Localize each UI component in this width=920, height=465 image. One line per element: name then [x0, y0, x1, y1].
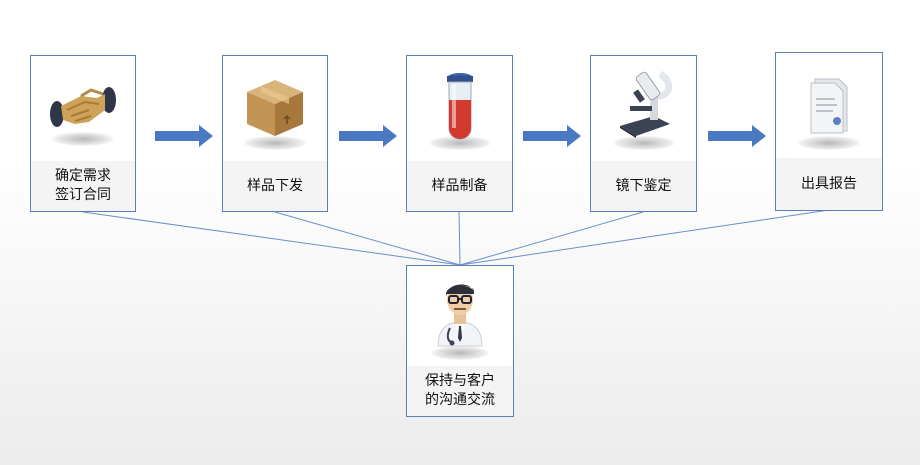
- icon-shadow: [428, 136, 491, 150]
- icon-shadow: [798, 136, 860, 150]
- icon-shadow: [52, 132, 114, 146]
- step-label-3: 样品制备: [407, 161, 512, 211]
- step-label-1: 确定需求 签订合同: [31, 161, 135, 211]
- connector-line-step-5: [459, 209, 830, 266]
- step-card-4: 镜下鉴定: [590, 55, 697, 212]
- icon-shadow: [431, 346, 489, 360]
- step-card-1: 确定需求 签订合同: [30, 55, 136, 212]
- microscope-icon: [619, 70, 672, 138]
- step-label-5: 出具报告: [776, 158, 882, 210]
- report-document-icon: [810, 78, 848, 134]
- step-label-4: 镜下鉴定: [591, 161, 696, 211]
- arrow-icon-2: [339, 125, 397, 147]
- arrow-icon-1: [155, 125, 213, 147]
- communication-label: 保持与客户 的沟通交流: [407, 366, 513, 416]
- icon-shadow: [244, 136, 306, 150]
- icon-shadow: [612, 136, 675, 150]
- step-label-2: 样品下发: [223, 161, 327, 211]
- connector-line-step-3: [458, 211, 461, 266]
- connector-line-step-2: [274, 211, 461, 266]
- arrow-icon-3: [523, 125, 581, 147]
- connector-line-step-4: [459, 211, 644, 266]
- arrow-icon-4: [708, 125, 766, 147]
- doctor-icon: [437, 284, 483, 347]
- communication-card: 保持与客户 的沟通交流: [406, 265, 514, 417]
- handshake-icon: [50, 87, 116, 127]
- step-card-3: 样品制备: [406, 55, 513, 212]
- test-tube-icon: [446, 73, 473, 140]
- connector-line-step-1: [82, 211, 461, 266]
- package-box-icon: [247, 80, 303, 136]
- step-card-5: 出具报告: [775, 52, 883, 211]
- step-card-2: 样品下发: [222, 55, 328, 212]
